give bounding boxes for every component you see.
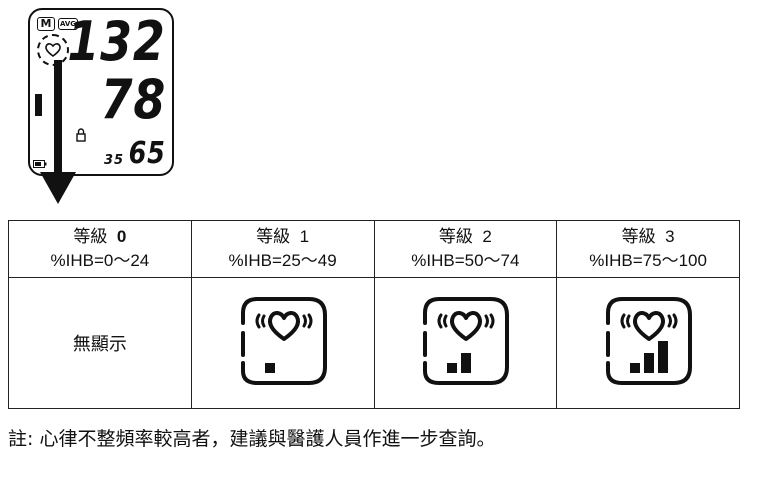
average-icon: AVG <box>58 18 78 30</box>
level-word: 等級 <box>256 227 291 246</box>
pulse-wave-icon <box>255 313 261 329</box>
heart-icon <box>450 311 483 341</box>
small-reading: 35 <box>104 153 125 168</box>
level-0-header: 等級 0 %IHB=0～24 <box>8 220 192 278</box>
level-bar <box>447 363 458 373</box>
icon-frame <box>423 297 510 385</box>
pulse-wave-icon <box>260 314 266 328</box>
level-1-header: 等級 1 %IHB=25～49 <box>190 220 375 278</box>
level-range: %IHB=50～74 <box>411 251 520 270</box>
memory-icon: M <box>37 17 55 31</box>
level-number: 2 <box>482 227 492 246</box>
pulse-wave-icon <box>437 313 443 329</box>
pulse-wave-icon <box>489 313 495 329</box>
pulse-wave-icon <box>302 314 307 328</box>
level-bar <box>264 363 275 373</box>
diastolic-reading: 78 <box>100 68 166 131</box>
ihb-heart-icon <box>37 34 69 66</box>
level-bar-indicator <box>35 94 42 116</box>
pulse-wave-icon <box>667 314 673 328</box>
pulse-wave-icon <box>484 314 490 328</box>
level-bar <box>644 353 655 373</box>
lock-icon <box>76 128 86 142</box>
level-2-header: 等級 2 %IHB=50～74 <box>373 220 558 278</box>
level-word: 等級 <box>621 227 656 246</box>
level-3-display <box>556 277 740 409</box>
level-2-display <box>373 277 558 409</box>
pulse-reading: 65 <box>128 136 166 171</box>
systolic-reading: 132 <box>67 10 166 73</box>
pulse-wave-icon <box>620 313 626 329</box>
pulse-wave-icon <box>626 314 631 328</box>
ihb-level-1-icon <box>240 297 327 385</box>
level-bar <box>630 363 641 373</box>
heart-icon <box>267 311 300 341</box>
footnote: 註: 心律不整頻率較高者，建議與醫護人員作進一步查詢。 <box>8 428 496 450</box>
ihb-level-3-icon <box>606 297 693 385</box>
lcd-display: M AVG 132 78 35 65 <box>28 8 174 176</box>
icon-frame <box>240 297 327 385</box>
table-header-row: 等級 0 %IHB=0～24 等級 1 %IHB=25～49 等級 2 %IHB… <box>8 220 740 278</box>
pulse-wave-icon <box>672 313 678 329</box>
level-number: 1 <box>299 227 310 246</box>
level-0-display: 無顯示 <box>8 277 192 409</box>
level-3-header: 等級 3 %IHB=75～100 <box>556 220 740 278</box>
heart-icon <box>633 311 666 341</box>
table-image-row: 無顯示 <box>8 277 740 409</box>
ihb-level-table: 等級 0 %IHB=0～24 等級 1 %IHB=25～49 等級 2 %IHB… <box>8 220 740 409</box>
level-number: 3 <box>665 227 675 246</box>
icon-frame <box>606 297 693 385</box>
level-bar <box>658 341 669 373</box>
pulse-wave-icon <box>443 314 448 328</box>
battery-icon <box>33 160 47 168</box>
arrow-down-icon <box>40 60 76 204</box>
level-word: 等級 <box>73 227 108 246</box>
level-range: %IHB=0～24 <box>50 251 150 270</box>
level-1-display <box>190 277 375 409</box>
level-bar <box>461 353 472 373</box>
no-display-text: 無顯示 <box>72 334 127 355</box>
pulse-wave-icon <box>307 313 313 329</box>
level-range: %IHB=75～100 <box>589 251 707 270</box>
level-range: %IHB=25～49 <box>228 251 337 270</box>
level-word: 等級 <box>438 227 473 246</box>
level-number: 0 <box>116 227 127 246</box>
ihb-level-2-icon <box>423 297 510 385</box>
